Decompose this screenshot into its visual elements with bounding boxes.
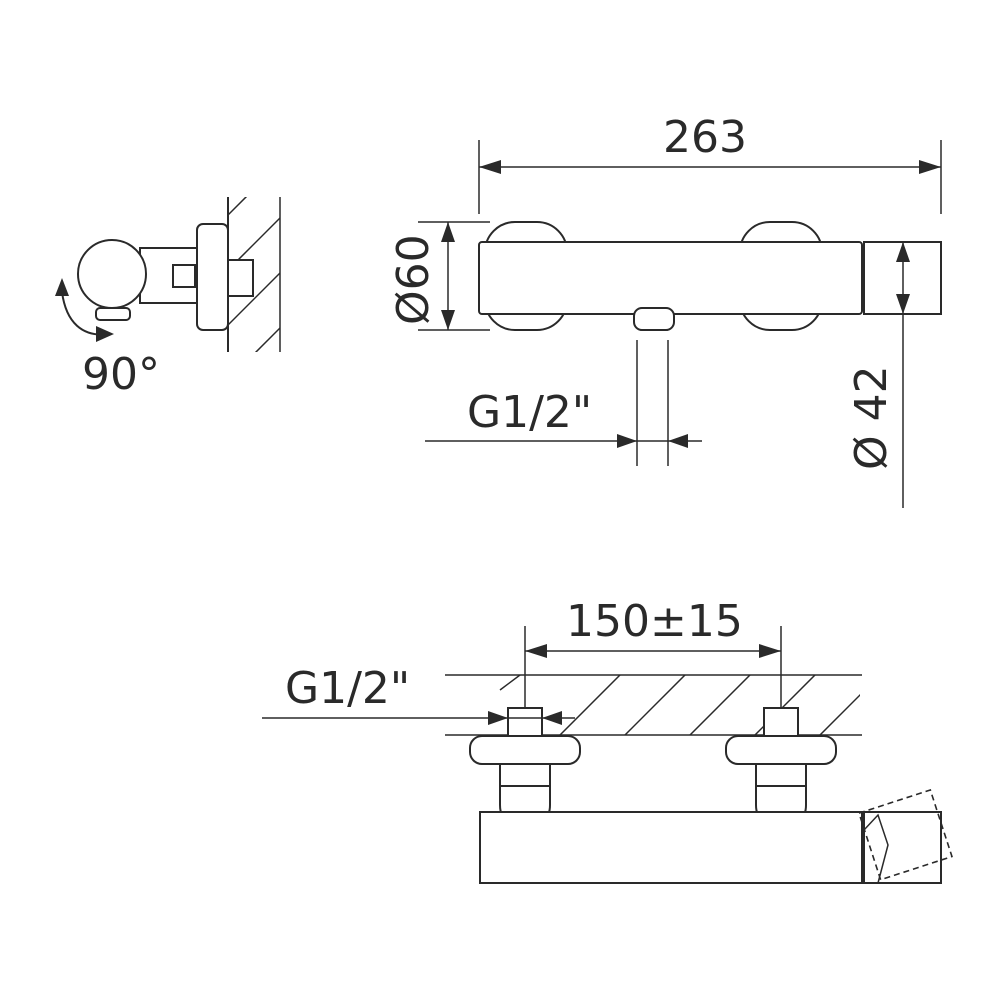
dim-outlet-label: G1/2" [467, 387, 592, 438]
front-connector-left [499, 763, 551, 787]
front-flange-right [725, 735, 837, 765]
rotation-arrow-bottom [96, 326, 114, 342]
front-body [479, 811, 863, 884]
rotation-arrow-top [55, 278, 69, 296]
front-pipe-right [763, 707, 799, 739]
top-outlet-nut [633, 307, 675, 331]
rotation-label: 90° [82, 349, 160, 400]
side-wall-flange [196, 223, 229, 331]
side-connector-stub [227, 259, 254, 297]
side-arm-square [172, 264, 196, 288]
dim-150-label: 150±15 [566, 596, 743, 647]
side-body-circle [77, 239, 147, 309]
dim-263-label: 263 [663, 112, 747, 163]
dim-d42-label: Ø 42 [846, 365, 897, 470]
front-pipe-left [507, 707, 543, 739]
front-connector-right [755, 763, 807, 787]
side-outlet-nub [95, 307, 131, 321]
dim-d60-label: Ø60 [388, 234, 439, 325]
top-body [478, 241, 863, 315]
front-end-handle [863, 811, 942, 884]
front-flange-left [469, 735, 581, 765]
front-wall-hatch [559, 675, 860, 735]
dim-inlet-label: G1/2" [285, 663, 410, 714]
side-view: 90° [55, 197, 281, 400]
top-view: 263 Ø60 Ø 42 G1/2" [388, 112, 942, 508]
front-view: 150±15 G1/2" [262, 596, 953, 884]
